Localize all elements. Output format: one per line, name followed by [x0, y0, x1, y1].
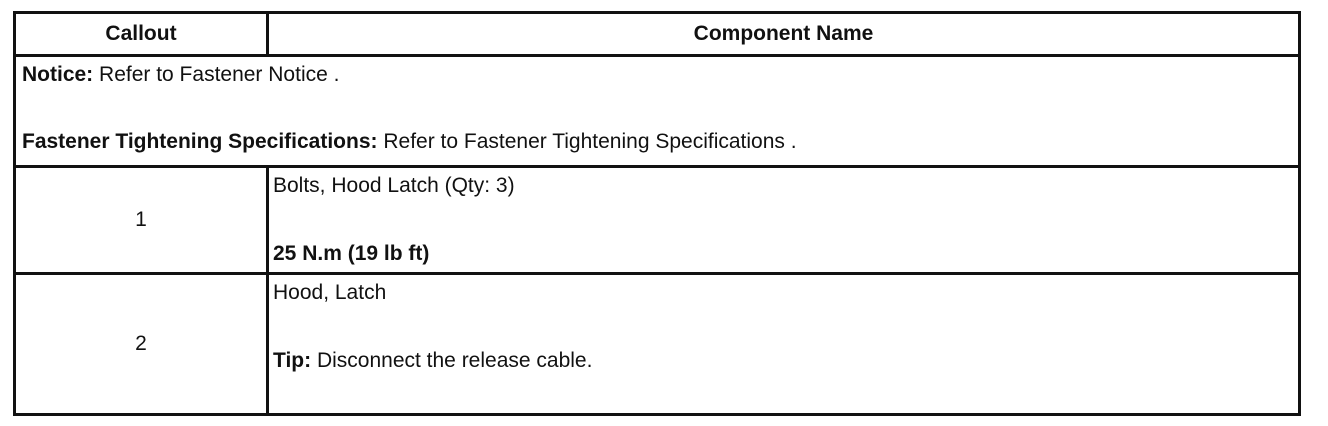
table-row: 1 Bolts, Hood Latch (Qty: 3) 25 N.m (19 … — [16, 168, 1298, 275]
component-name: Bolts, Hood Latch (Qty: 3) — [273, 174, 515, 197]
notice-row: Notice: Refer to Fastener Notice . Faste… — [16, 57, 1298, 168]
table-header-row: Callout Component Name — [16, 14, 1298, 57]
tip-line: Tip: Disconnect the release cable. — [273, 349, 592, 373]
component-name: Hood, Latch — [273, 281, 387, 304]
tip-label: Tip: — [273, 349, 312, 372]
spec-text: Refer to Fastener Tightening Specificati… — [377, 130, 797, 153]
component-table: Callout Component Name Notice: Refer to … — [13, 11, 1301, 416]
component-cell: Hood, Latch Tip: Disconnect the release … — [269, 275, 1298, 413]
callout-cell: 1 — [16, 168, 269, 272]
header-callout: Callout — [16, 14, 269, 54]
notice-text: Refer to Fastener Notice . — [93, 63, 340, 86]
notice-label: Notice: — [22, 63, 94, 86]
header-component-name: Component Name — [693, 22, 874, 45]
notice-line: Notice: Refer to Fastener Notice . — [22, 63, 339, 87]
callout-cell: 2 — [16, 275, 269, 413]
tip-text: Disconnect the release cable. — [311, 349, 593, 372]
notice-cell: Notice: Refer to Fastener Notice . Faste… — [16, 57, 1298, 165]
spec-colon: : — [370, 130, 378, 153]
spec-line: Fastener Tightening Specifications: Refe… — [22, 130, 797, 154]
spec-label: Fastener Tightening Specifications — [22, 130, 371, 153]
table-row: 2 Hood, Latch Tip: Disconnect the releas… — [16, 275, 1298, 413]
component-cell: Bolts, Hood Latch (Qty: 3) 25 N.m (19 lb… — [269, 168, 1298, 272]
torque-spec: 25 N.m (19 lb ft) — [273, 242, 430, 265]
